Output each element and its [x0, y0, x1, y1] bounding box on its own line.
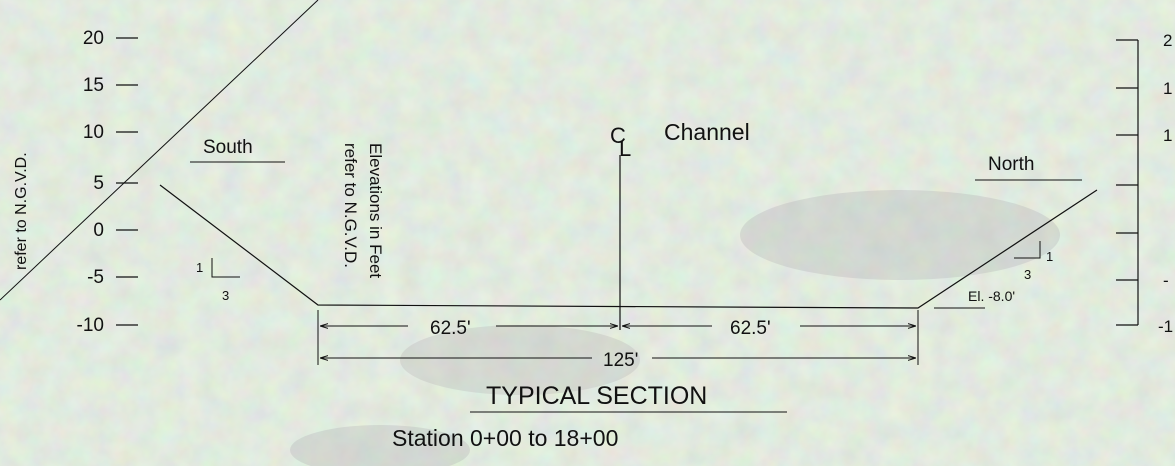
section-title: TYPICAL SECTION	[486, 382, 707, 410]
slope-indicator-left	[211, 258, 240, 278]
left-rotated-note: refer to N.G.V.D.	[13, 152, 30, 270]
dimension-extension-lines	[317, 310, 919, 365]
channel-label: Channel	[664, 119, 750, 145]
gray-patch	[400, 325, 640, 395]
tick-label: 2	[1163, 31, 1172, 50]
slope-run: 3	[1024, 267, 1031, 282]
slope-run: 3	[222, 288, 229, 303]
tick-label: 1	[1163, 126, 1172, 145]
slope-indicator-right	[1014, 241, 1041, 259]
right-axis-labels: 2 1 1 - -1	[1158, 31, 1173, 336]
south-label: South	[203, 137, 253, 158]
dim-label-right: 62.5'	[730, 318, 771, 339]
gray-patch	[290, 425, 470, 466]
tick-label: -10	[77, 315, 104, 336]
dim-label-total: 125'	[603, 350, 638, 371]
tick-label: -	[1163, 271, 1169, 290]
north-label: North	[988, 154, 1034, 175]
tick-label: 1	[1163, 79, 1172, 98]
elevation-note-line1: Elevations in Feet	[366, 143, 385, 278]
channel-profile	[159, 184, 1098, 309]
bottom-elevation-label: El. -8.0'	[968, 288, 1015, 304]
centerline-l: L	[619, 136, 631, 161]
tick-label: 15	[83, 75, 104, 96]
centerline-c: C	[610, 123, 626, 148]
dim-label-left: 62.5'	[430, 318, 471, 339]
right-axis	[1116, 39, 1139, 326]
tick-label: -1	[1158, 317, 1173, 336]
station-range: Station 0+00 to 18+00	[392, 425, 618, 451]
slope-rise: 1	[196, 260, 203, 275]
tick-label: 5	[93, 173, 104, 194]
tick-label: -5	[87, 267, 104, 288]
slope-rise: 1	[1046, 249, 1053, 264]
tick-label: 0	[93, 220, 104, 241]
tick-label: 10	[83, 122, 104, 143]
elevation-note-line2: refer to N.G.V.D.	[341, 143, 360, 268]
left-axis-labels: 20 15 10 5 0 -5 -10	[77, 28, 104, 336]
tick-label: 20	[83, 28, 104, 49]
diagonal-reference-line	[0, 0, 319, 301]
gray-patch	[740, 190, 1060, 280]
left-axis-ticks	[116, 37, 138, 326]
